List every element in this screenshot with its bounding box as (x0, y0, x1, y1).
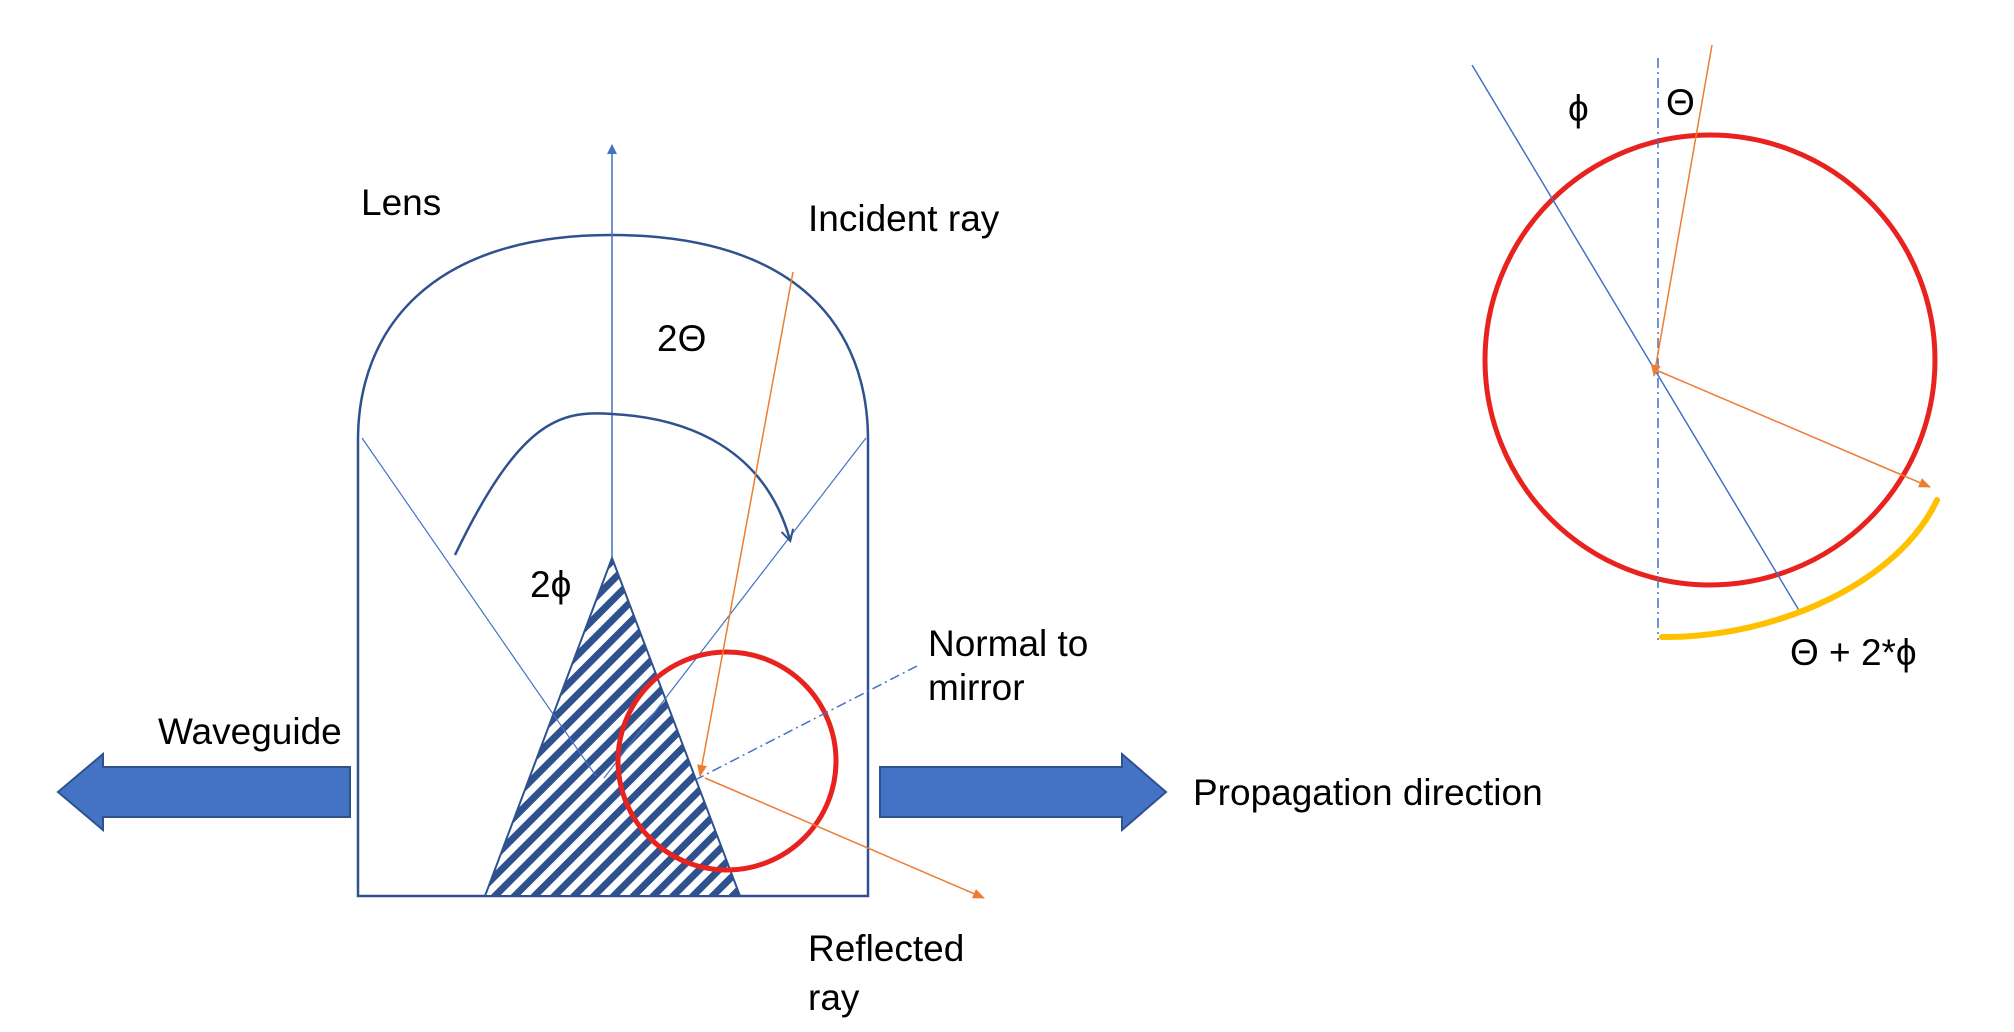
reflected-ray-label-line2: ray (808, 977, 860, 1018)
sum-angle-label: Θ + 2*ϕ (1790, 632, 1917, 673)
phi-label: ϕ (1568, 88, 1589, 129)
normal-to-mirror-label-line1: Normal to (928, 623, 1088, 664)
incident-ray (697, 271, 794, 777)
waveguide-left-arrow (56, 751, 351, 833)
two-theta-label: 2Θ (657, 318, 706, 359)
phi-tilted-line (1471, 64, 1801, 613)
lens-label: Lens (361, 182, 441, 223)
hatched-prism (483, 555, 742, 897)
normal-to-mirror-line (696, 665, 918, 780)
two-theta-curved-arrow (453, 412, 795, 556)
incident-ray-label: Incident ray (808, 198, 1000, 239)
cone-line-left (361, 437, 597, 777)
theta-label: Θ (1666, 82, 1695, 123)
reflected-ray (704, 777, 985, 899)
sum-angle-arc (1659, 497, 1940, 641)
reflected-ray-label-line1: Reflected (808, 928, 964, 969)
cone-line-right (603, 437, 867, 779)
two-phi-label: 2ϕ (530, 564, 571, 605)
waveguide-label: Waveguide (158, 711, 342, 752)
normal-to-mirror-label-line2: mirror (928, 667, 1025, 708)
incoming-ray-right (1650, 44, 1713, 377)
outgoing-ray-right (1655, 369, 1931, 488)
red-circle-right (1482, 132, 1938, 588)
red-circle-left (615, 649, 839, 873)
propagation-direction-label: Propagation direction (1193, 772, 1543, 813)
propagation-right-arrow (879, 751, 1168, 833)
